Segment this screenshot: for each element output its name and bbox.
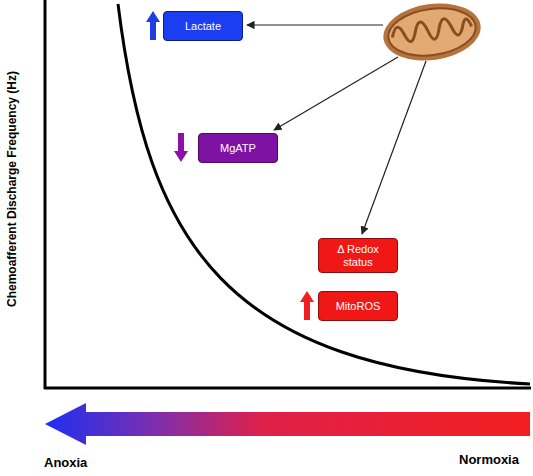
mito-outer	[380, 0, 485, 67]
status-box: Δ Redox status	[318, 238, 398, 273]
box-label: MitoROS	[336, 300, 381, 313]
box-label: Lactate	[185, 20, 221, 33]
status-box: MgATP	[198, 133, 278, 163]
increase-arrow	[300, 291, 314, 320]
increase-arrow	[146, 11, 160, 40]
box-label: Δ Redox status	[333, 243, 383, 269]
leader-arrow	[247, 24, 383, 25]
decrease-arrow	[174, 133, 188, 162]
axis-end-label: Normoxia	[459, 452, 519, 467]
leader-arrow	[362, 61, 426, 234]
axis-title: Chemoafferent Discharge Frequency (Hz)	[5, 71, 19, 307]
leader-arrow	[274, 57, 398, 130]
mito-cristae	[391, 15, 473, 45]
status-box: MitoROS	[318, 291, 398, 321]
y-axis	[44, 0, 47, 389]
mitochondrion-illustration	[380, 0, 485, 67]
box-label: MgATP	[220, 142, 256, 155]
response-curve	[118, 4, 530, 384]
status-box: Lactate	[163, 11, 243, 41]
axis-end-label: Anoxia	[44, 455, 87, 470]
x-axis	[44, 387, 531, 390]
oxygen-gradient-arrow	[45, 403, 530, 445]
mito-inner	[385, 3, 479, 61]
